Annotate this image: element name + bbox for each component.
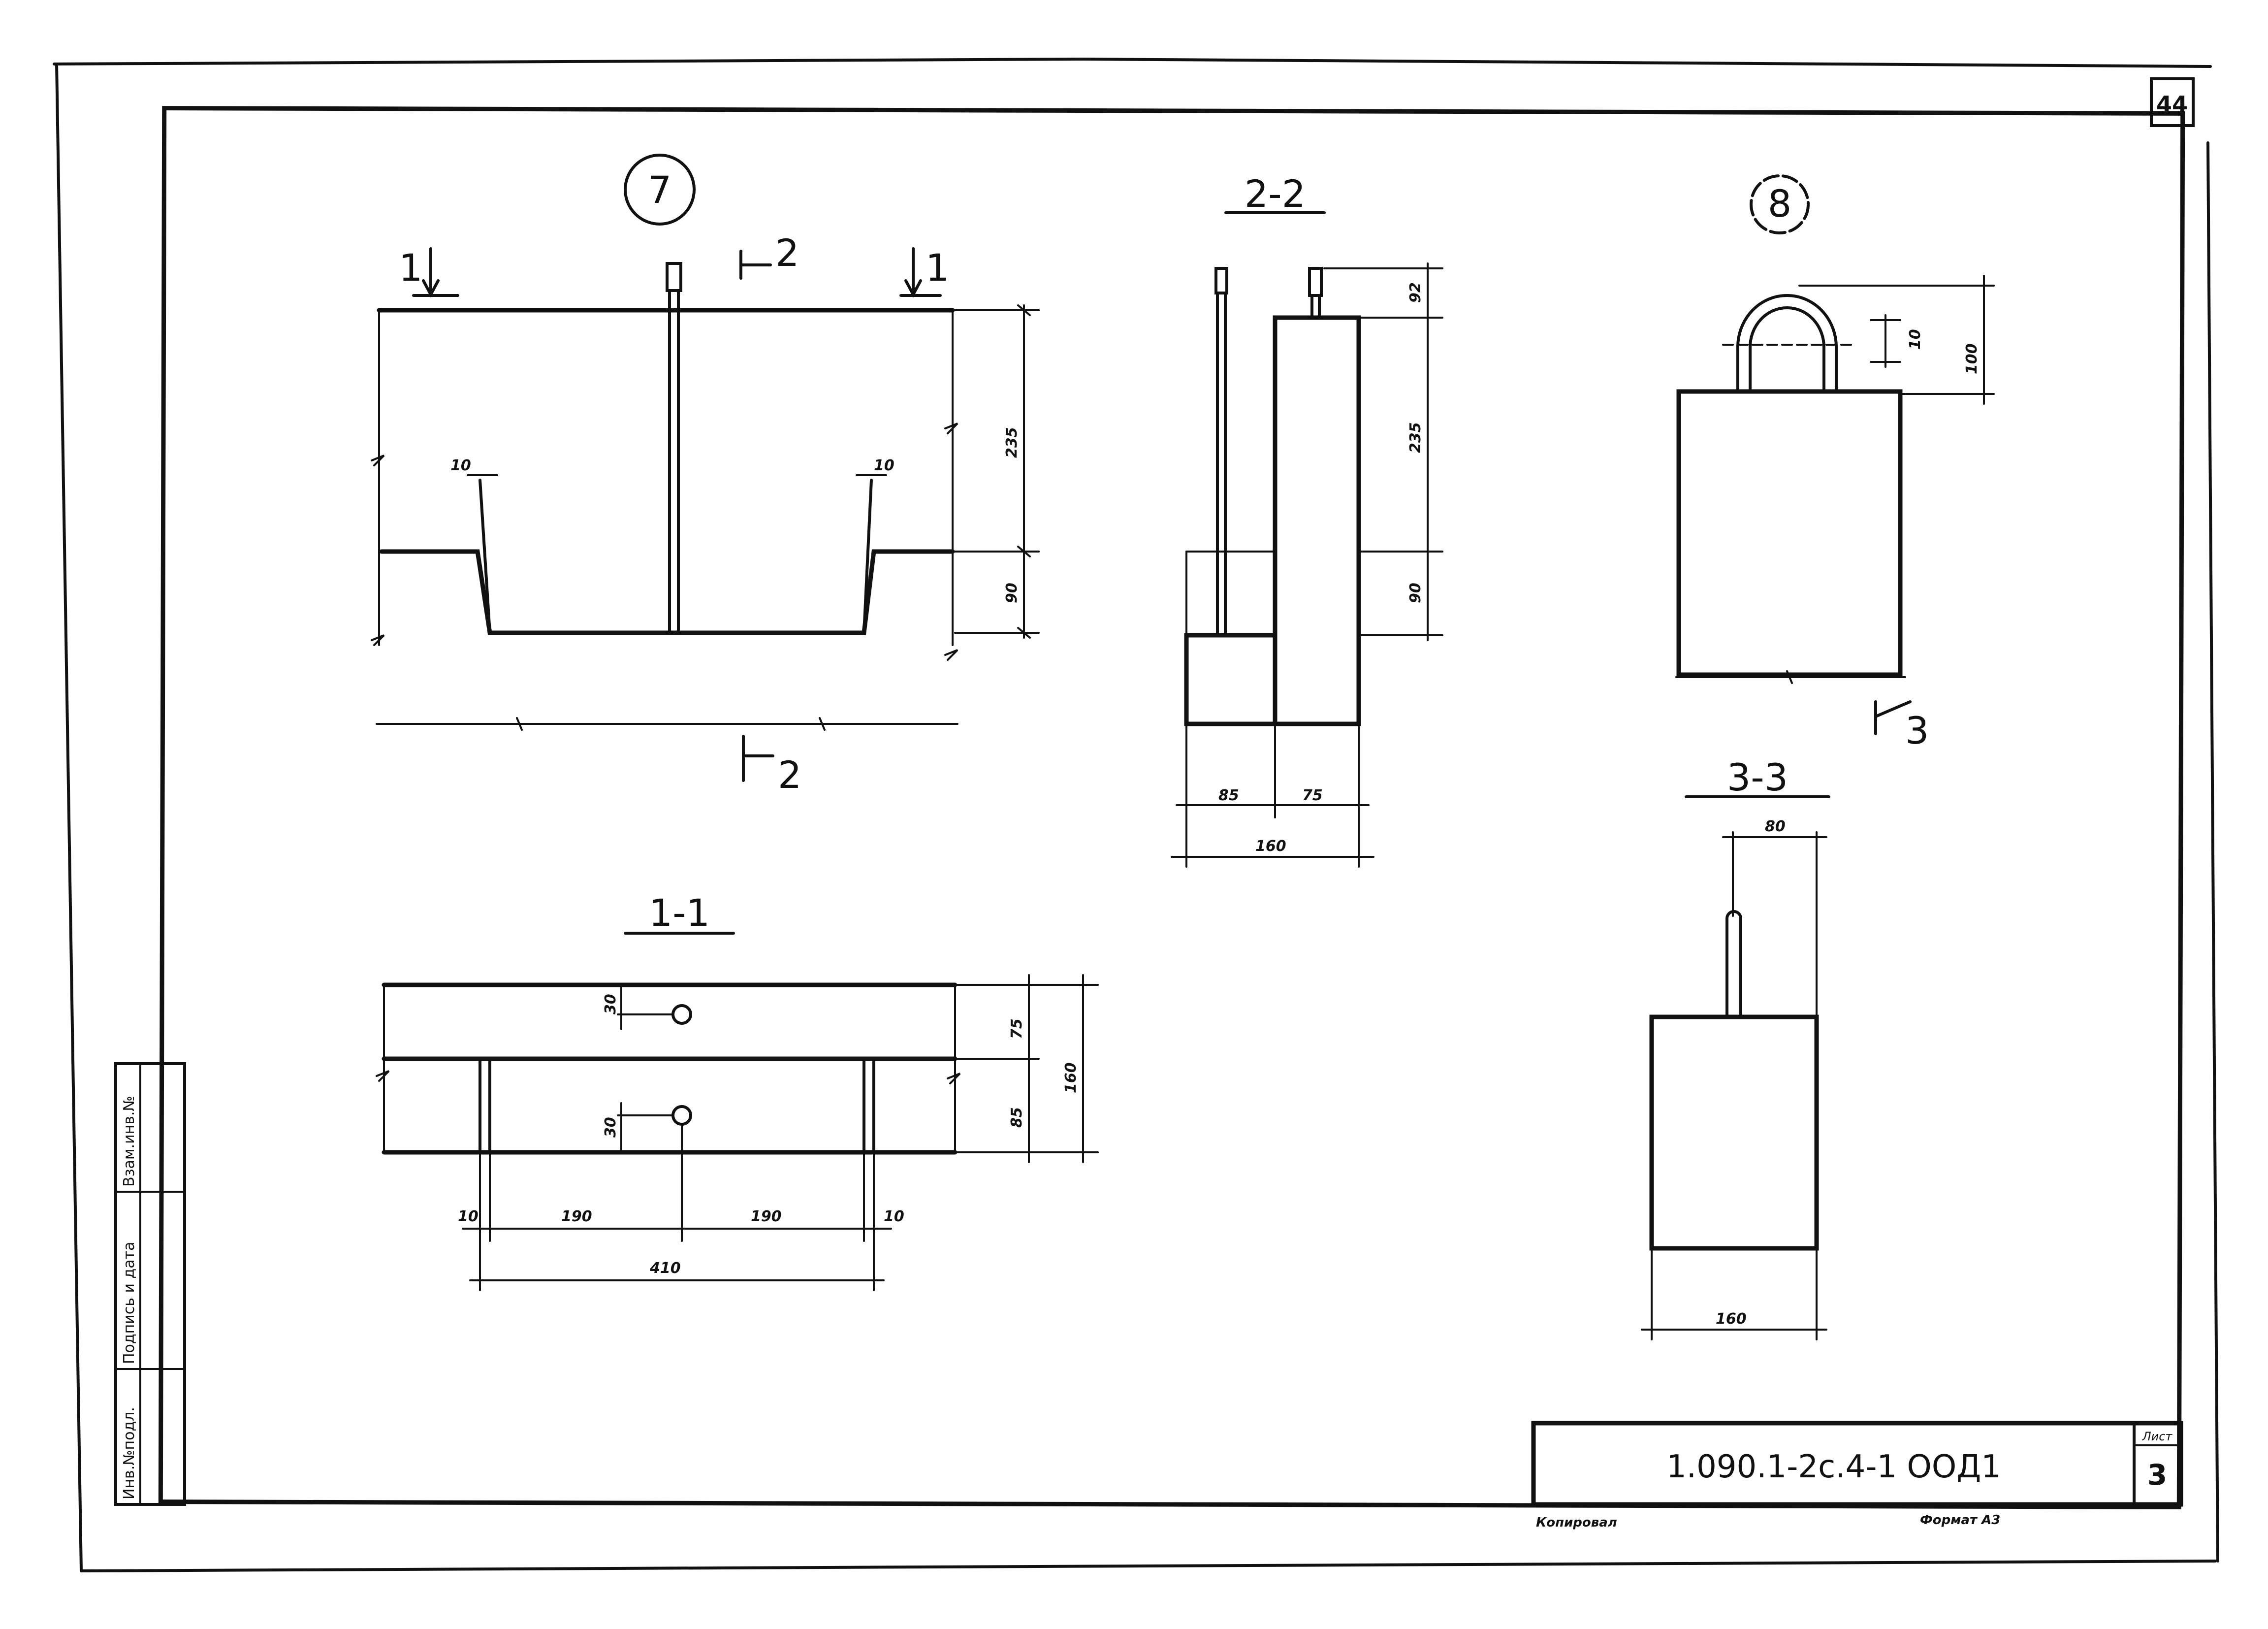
dim-v7-top-depth: 235 [1003, 427, 1021, 458]
section-2-2-block [1273, 315, 1361, 726]
dim-v22-upper: 235 [1407, 422, 1424, 453]
stamp-inv-no: Инв.№подл. [121, 1407, 138, 1499]
dim-v22-top: 92 [1407, 282, 1424, 303]
dim-v11-total-w: 410 [649, 1260, 681, 1277]
dim-v11-upper: 75 [1008, 1018, 1025, 1039]
section-3-3-loop [1725, 910, 1742, 1018]
view-item-7: 7 1 1 2 2 [371, 154, 1040, 797]
cut-2-top-label: 2 [775, 231, 799, 275]
outer-frame-left [55, 63, 83, 1572]
cut-3-label: 3 [1905, 709, 1929, 752]
item-7-circle [624, 154, 696, 226]
item-8-number: 8 [1768, 182, 1791, 226]
dim-v22-w2: 75 [1302, 787, 1323, 804]
section-2-2-title: 2-2 [1245, 172, 1306, 216]
view-section-3-3: 3-3 80 160 [1641, 755, 1830, 1340]
copied-label: Копировал [1536, 1515, 1617, 1530]
cut-1-left-label: 1 [399, 246, 422, 290]
section-3-3-block [1649, 1014, 1819, 1251]
item-8-circle [1750, 174, 1810, 234]
section-3-3-title: 3-3 [1727, 755, 1788, 799]
dim-v11-seg2: 190 [751, 1208, 782, 1225]
dim-v33-top: 80 [1765, 818, 1786, 835]
section-2-2-rod-head-left [1214, 267, 1228, 294]
inner-frame [158, 106, 2185, 1509]
item-8-block [1676, 389, 1903, 677]
section-2-2-rod [1216, 292, 1227, 637]
sheet-frame: 44 [53, 57, 2219, 1572]
outer-frame-top [53, 57, 2212, 68]
section-2-2-rod-head-right [1308, 267, 1323, 297]
cut-1-right-label: 1 [926, 246, 949, 290]
dim-v8-loop-height: 100 [1963, 343, 1981, 374]
outer-frame-bottom [80, 1560, 2217, 1572]
dim-v33-width: 160 [1716, 1310, 1747, 1328]
cut-2-bottom-label: 2 [778, 753, 801, 797]
item-7-number: 7 [648, 168, 671, 212]
side-stamp-box [114, 1062, 186, 1506]
dim-v11-hole-top: 30 [602, 994, 619, 1014]
dim-v8-loop-gap: 10 [1907, 329, 1924, 350]
section-1-1-title: 1-1 [649, 891, 710, 935]
section-1-1-hole-bottom [671, 1105, 692, 1126]
dim-v11-hole-bottom: 30 [602, 1117, 619, 1138]
section-1-1-hole-top [671, 1004, 692, 1025]
view-item-8: 8 100 10 3 [1675, 174, 1995, 752]
dim-v22-total: 160 [1255, 838, 1286, 855]
item-7-rod [668, 289, 680, 634]
dim-v7-right-notch: 10 [874, 457, 894, 474]
dim-v22-w1: 85 [1218, 787, 1239, 804]
stamp-sign-date: Подпись и дата [121, 1242, 138, 1365]
title-block: 1.090.1-2с.4-1 ООД1 Лист 3 Копировал Фор… [1531, 1421, 2183, 1530]
outer-frame-right [2206, 141, 2219, 1563]
dim-v7-left-notch: 10 [450, 457, 471, 474]
sheet-label: Лист [2142, 1430, 2173, 1443]
side-stamp: Инв.№подл. Подпись и дата Взам.инв.№ [114, 1062, 186, 1506]
dim-v11-right-edge: 10 [884, 1208, 904, 1225]
title-block-box [1531, 1421, 2183, 1507]
stamp-replace-inv: Взам.инв.№ [121, 1096, 138, 1187]
section-2-2-step [1184, 633, 1278, 726]
view-section-1-1: 1-1 30 30 75 85 160 [376, 891, 1099, 1291]
format-label: Формат А3 [1920, 1513, 2000, 1528]
item-8-loop-inner [1749, 306, 1825, 393]
dim-v11-seg1: 190 [561, 1208, 592, 1225]
dim-v11-total-h: 160 [1062, 1062, 1080, 1093]
dim-v11-left-edge: 10 [458, 1208, 479, 1225]
sheet-corner-number: 44 [2156, 91, 2188, 118]
dim-v11-lower: 85 [1008, 1107, 1025, 1128]
dim-v22-lower: 90 [1407, 583, 1424, 603]
item-7-rod-head [666, 262, 682, 292]
drawing-code: 1.090.1-2с.4-1 ООД1 [1666, 1449, 2001, 1485]
dim-v7-bottom-depth: 90 [1003, 583, 1021, 603]
sheet-number: 3 [2147, 1458, 2167, 1492]
item-8-loop-outer [1736, 294, 1838, 393]
corner-number-box [2150, 77, 2195, 127]
view-section-2-2: 2-2 92 235 90 85 75 160 [1171, 172, 1443, 868]
